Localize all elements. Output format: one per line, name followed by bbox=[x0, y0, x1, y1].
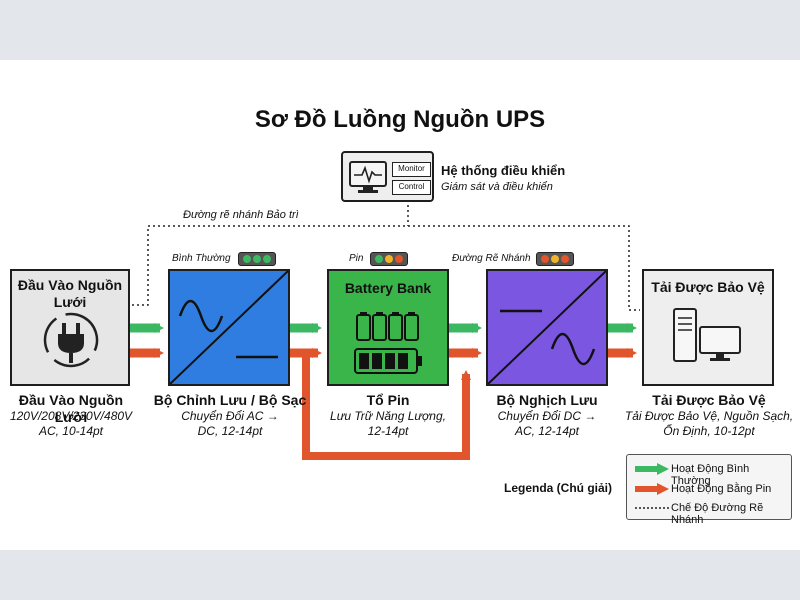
legend-swatches bbox=[635, 463, 669, 509]
legend-title: Legenda (Chú giải) bbox=[504, 481, 612, 495]
yellow-light-icon bbox=[551, 255, 559, 263]
yellow-light-icon bbox=[385, 255, 393, 263]
red-light-icon bbox=[395, 255, 403, 263]
monitor-label: Monitor bbox=[392, 162, 431, 177]
computer-icon bbox=[673, 308, 741, 362]
bypass-line bbox=[132, 225, 640, 311]
inverter-block bbox=[486, 269, 608, 386]
inverter-name: Bộ Nghịch Lưu bbox=[496, 392, 598, 408]
control-system-subheading: Giám sát và điều khiển bbox=[441, 181, 553, 193]
indicator-battery-label: Pin bbox=[349, 253, 364, 264]
battery-bank-block: Battery Bank bbox=[327, 269, 449, 386]
rectifier-block bbox=[168, 269, 290, 386]
control-system-heading: Hệ thống điều khiển bbox=[441, 163, 566, 178]
control-system-box: Monitor Control bbox=[341, 151, 434, 202]
protected-load-name: Tải Được Bảo Vệ bbox=[652, 392, 766, 408]
legend-battery-label: Hoạt Động Bằng Pin bbox=[671, 483, 772, 495]
battery-bank-inner-title: Battery Bank bbox=[344, 280, 432, 296]
green-light-icon bbox=[243, 255, 251, 263]
monitor-icon bbox=[349, 161, 387, 193]
bypass-label: Đường rẽ nhánh Bảo trì bbox=[183, 209, 299, 221]
legend-box: Hoạt Động Bình Thường Hoạt Động Bằng Pin… bbox=[626, 454, 792, 526]
green-light-icon bbox=[375, 255, 383, 263]
grid-input-block: Đầu Vào Nguồn Lưới bbox=[10, 269, 130, 386]
rectifier-name: Bộ Chỉnh Lưu / Bộ Sạc bbox=[153, 392, 307, 408]
protected-load-block: Tải Được Bảo Vệ bbox=[642, 269, 774, 386]
grid-input-name: Đầu Vào Nguồn Lưới bbox=[18, 392, 124, 425]
ac-to-dc-icon bbox=[170, 271, 288, 384]
battery-flow-arrows bbox=[130, 348, 637, 460]
indicator-battery-lights bbox=[370, 252, 408, 266]
red-light-icon bbox=[561, 255, 569, 263]
green-light-icon bbox=[263, 255, 271, 263]
red-light-icon bbox=[541, 255, 549, 263]
legend-bypass-label: Chế Độ Đường Rẽ Nhánh bbox=[671, 502, 764, 526]
indicator-bypass-lights bbox=[536, 252, 574, 266]
battery-bank-desc: Lưu Trữ Năng Lượng, 12-14pt bbox=[330, 409, 446, 438]
green-light-icon bbox=[253, 255, 261, 263]
battery-bank-name: Tổ Pin bbox=[366, 392, 410, 408]
battery-cells-icon bbox=[354, 312, 422, 374]
control-label: Control bbox=[392, 180, 431, 195]
protected-load-desc: Tải Được Bảo Vệ, Nguồn Sạch, Ổn Định, 10… bbox=[624, 409, 794, 438]
indicator-normal-label: Bình Thường bbox=[172, 253, 231, 264]
grid-input-inner-title: Đầu Vào Nguồn Lưới bbox=[17, 277, 123, 310]
orange-battery-loop bbox=[302, 353, 471, 460]
indicator-bypass-label: Đường Rẽ Nhánh bbox=[452, 253, 531, 264]
rectifier-desc: Chuyển Đổi AC → DC, 12-14pt bbox=[181, 409, 279, 438]
legend-normal-label: Hoạt Động Bình Thường bbox=[671, 463, 750, 487]
grid-input-desc: 120V/208V/230V/480V AC, 10-14pt bbox=[9, 409, 133, 438]
protected-load-inner-title: Tải Được Bảo Vệ bbox=[651, 279, 765, 295]
diagram-title: Sơ Đồ Luồng Nguồn UPS bbox=[254, 106, 546, 133]
inverter-desc: Chuyển Đổi DC → AC, 12-14pt bbox=[497, 409, 597, 438]
indicator-normal-lights bbox=[238, 252, 276, 266]
power-plug-icon bbox=[43, 312, 99, 368]
dc-to-ac-icon bbox=[488, 271, 606, 384]
